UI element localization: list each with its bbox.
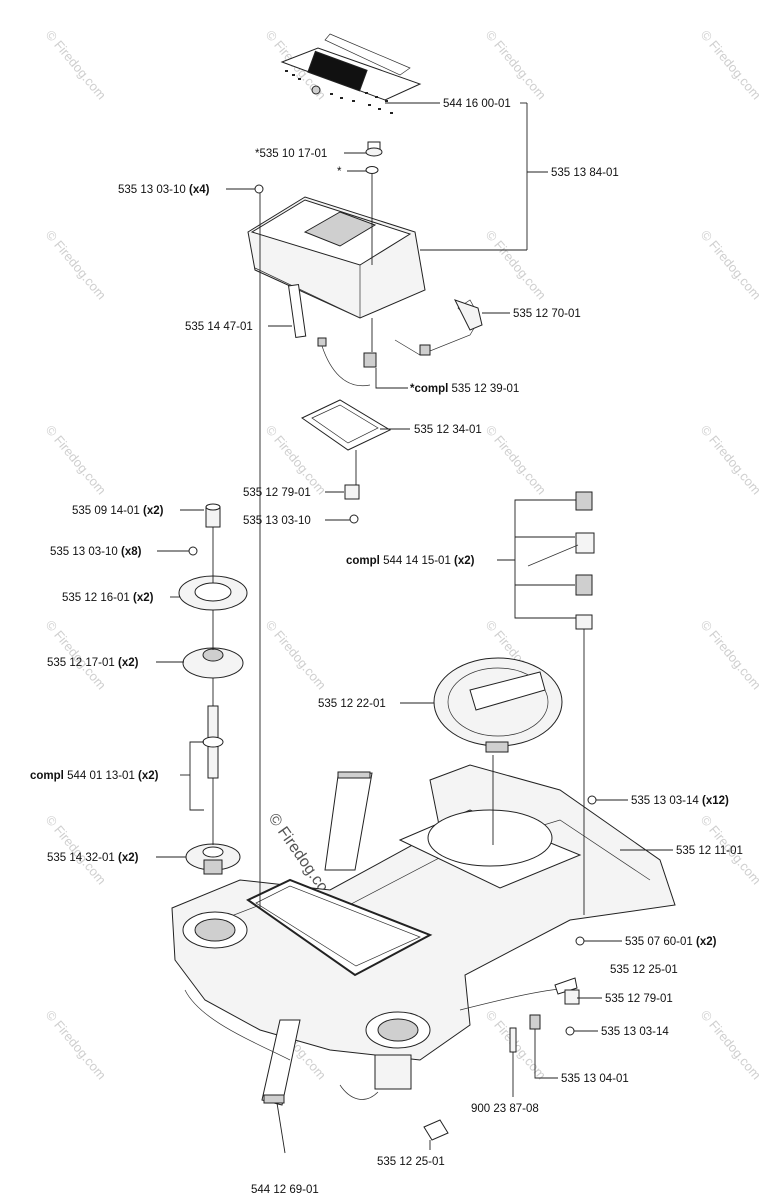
- leader-lines: [156, 102, 673, 1154]
- watermark: © Firedog.com: [43, 422, 109, 497]
- part-label: 900 23 87-08: [471, 1103, 539, 1115]
- part-label: 535 12 79-01: [605, 993, 673, 1005]
- part-label: 535 14 32-01 (x2): [47, 852, 139, 864]
- part-label: 535 13 03-14 (x12): [631, 795, 729, 807]
- chassis-part: [171, 764, 676, 1141]
- part-label: 535 09 14-01 (x2): [72, 505, 164, 517]
- part-label: 535 13 03-10 (x8): [50, 546, 142, 558]
- watermark: © Firedog.com: [483, 422, 549, 497]
- part-label: 535 07 60-01 (x2): [625, 936, 717, 948]
- watermark: © Firedog.com: [698, 422, 764, 497]
- part-label: *535 10 17-01: [255, 148, 327, 160]
- watermark: © Firedog.com: [483, 227, 549, 302]
- part-label: 544 16 00-01: [443, 98, 511, 110]
- part-label: 535 12 11-01: [676, 845, 743, 857]
- part-label: *compl 535 12 39-01: [410, 383, 519, 395]
- watermark: © Firedog.com: [43, 27, 109, 102]
- part-label: 535 13 03-10 (x4): [118, 184, 210, 196]
- part-label: 535 14 47-01: [185, 321, 253, 333]
- part-label: 535 13 84-01: [551, 167, 619, 179]
- part-label: 535 13 04-01: [561, 1073, 629, 1085]
- disc-part: [433, 657, 563, 753]
- part-label: 535 12 25-01: [610, 964, 678, 976]
- clip-part: [344, 484, 360, 524]
- watermark: © Firedog.com: [698, 1007, 764, 1082]
- part-label: 535 13 03-14: [601, 1026, 669, 1038]
- watermark: © Firedog.com: [698, 27, 764, 102]
- part-label: 535 12 79-01: [243, 487, 311, 499]
- part-label: 535 12 25-01: [377, 1156, 445, 1168]
- keypad-overlay-part: [280, 33, 422, 114]
- watermark: © Firedog.com: [43, 227, 109, 302]
- watermark: © Firedog.com: [43, 617, 109, 692]
- small-bottom-parts: [509, 936, 585, 1053]
- part-label: 535 12 34-01: [414, 424, 482, 436]
- part-label: compl 544 14 15-01 (x2): [346, 555, 475, 567]
- part-label: 535 13 03-10: [243, 515, 311, 527]
- part-label: 535 12 16-01 (x2): [62, 592, 154, 604]
- part-label: 544 12 69-01: [251, 1184, 319, 1196]
- plate-part: [301, 399, 392, 451]
- part-label: 535 12 70-01: [513, 308, 581, 320]
- part-label: 535 12 22-01: [318, 698, 386, 710]
- watermark: © Firedog.com: [698, 617, 764, 692]
- watermark: © Firedog.com: [483, 27, 549, 102]
- watermark: © Firedog.com: [698, 227, 764, 302]
- part-label: compl 544 01 13-01 (x2): [30, 770, 159, 782]
- watermark: © Firedog.com: [263, 617, 329, 692]
- part-label: *: [337, 166, 342, 178]
- cover-box-part: [247, 196, 426, 387]
- bracket-part: [394, 299, 483, 356]
- watermark: © Firedog.com: [43, 812, 109, 887]
- callout-labels: 544 16 00-01 535 13 84-01 *535 10 17-01 …: [30, 98, 743, 1196]
- watermark: © Firedog.com: [43, 1007, 109, 1082]
- right-coupling-parts: [527, 491, 597, 805]
- part-label: 535 12 17-01 (x2): [47, 657, 139, 669]
